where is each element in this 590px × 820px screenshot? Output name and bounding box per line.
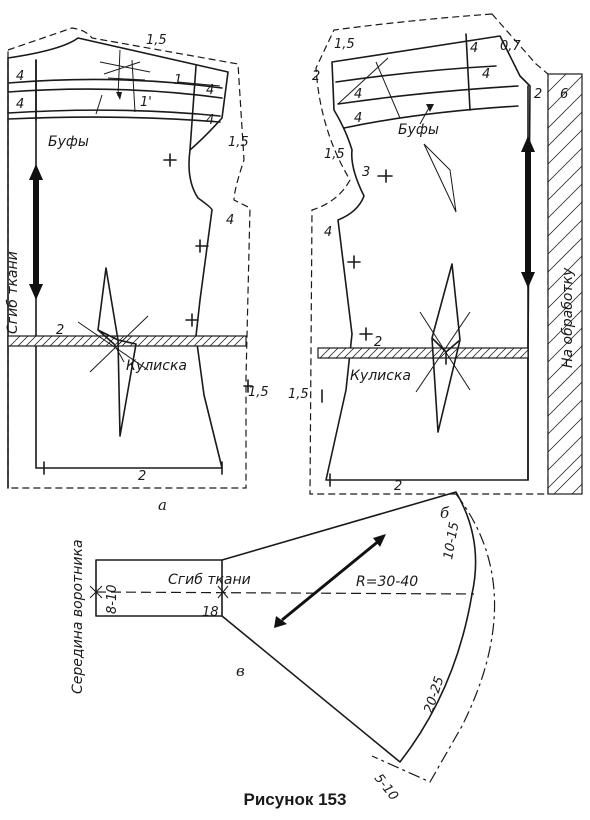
panel-a-one-label: 1 [174,73,182,88]
panel-v-letter: в [236,662,245,680]
panel-b-top-right: 0,7 [500,39,521,54]
panel-b-strip-d: 4 [354,111,362,126]
panel-v-upper-allowance: 10-15 [441,521,462,561]
panel-a-strip2-label: 4 [16,97,24,112]
panel-a-shoulder-construction [95,49,221,115]
panel-v-radius-label: R=30-40 [356,574,418,590]
panel-b-dart-cross-2 [415,311,471,393]
panel-a-puff-label: Буфы [48,134,89,150]
panel-a-dart-cross-1 [77,321,149,371]
panel-a-notches [43,153,253,475]
panel-a-armhole-curve [189,65,197,151]
panel-b-left-two: 2 [312,69,320,84]
panel-b-side-allowance: 1,5 [288,387,309,402]
panel-v-width-label: 8-10 [105,584,120,614]
panel-b-allowance-outline [309,13,549,495]
panel-a-yoke-line-3 [7,109,221,117]
panel-v-fold-line [95,591,475,595]
panel-b-top-left: 1,5 [334,37,355,52]
panel-b-notches [321,169,393,487]
panel-a-casing-band [7,335,247,347]
panel-a: 1,5 4 4 4 4 1 1' Буфы 1,5 4 Сгиб ткани 2… [5,27,269,514]
panel-a-strip1-label: 4 [16,69,24,84]
panel-b-yoke-divider [465,33,471,111]
panel-a-top-allowance: 1,5 [146,33,167,48]
panel-v-allowance-outline [371,493,496,783]
panel-a-casing-leader [113,343,125,363]
panel-b-casing-label: Кулиска [350,368,411,384]
panel-b-casing-mark: 2 [374,335,382,350]
panel-v-arc-allowance: 20-25 [422,675,448,716]
panel-b-letter: б [440,504,450,522]
panel-a-right-allowance: 1,5 [248,385,269,400]
panel-b-yoke-line-1 [335,65,497,83]
panel-b-hem-allowance: 2 [394,479,402,494]
panel-v-length-label: 18 [202,605,219,620]
panel-a-casing-label: Кулиска [126,358,187,374]
panel-b-yoke-line-2 [337,85,519,105]
panel-b-puff-label: Буфы [398,122,439,138]
panel-b-shoulder-construction [337,57,457,213]
panel-v-collar-center-label: Середина воротника [70,539,86,694]
panel-a-armhole-allowance: 1,5 [228,135,249,150]
panel-a-yoke-line-1 [7,78,223,89]
panel-b-left-allowance: 1,5 [324,147,345,162]
panel-a-fold-label: Сгиб ткани [5,251,21,334]
panel-b-side-width: 4 [324,225,332,240]
panel-b-strip-c: 4 [354,87,362,102]
panel-b-facing-band [547,73,583,495]
panel-b-strip-a: 4 [470,41,478,56]
panel-a-allowance-outline [7,27,251,489]
panel-a-strip3-label: 4 [206,83,214,98]
panel-v: Середина воротника 8-10 Сгиб ткани 18 R=… [70,491,496,804]
panel-a-side-width: 4 [226,213,234,228]
panel-a-one-prime-label: 1' [140,95,152,110]
panel-v-radius-arrow [274,534,386,628]
panel-a-strip4-label: 4 [206,113,214,128]
panel-b-right-two: 2 [534,87,542,102]
panel-b-armhole-three: 3 [362,165,370,180]
panel-v-pattern-outline [95,491,477,763]
panel-a-casing-mark: 2 [56,323,64,338]
panel-b-strip-b: 4 [482,67,490,82]
panel-b-facing-number: 6 [560,87,568,102]
panel-a-fold-arrow [29,164,43,300]
panel-a-hem-allowance: 2 [138,469,146,484]
panel-a-yoke-line-2 [7,88,223,99]
panel-a-yoke-line-4 [7,116,221,123]
figure-caption: Рисунок 153 [243,790,347,809]
panel-v-cross-marks [89,585,229,599]
panel-b-dart-cross-1 [419,311,471,391]
panel-a-letter: а [158,496,167,514]
panel-b-fold-arrow [521,136,535,288]
panel-a-dart [97,267,137,437]
panel-v-fold-label: Сгиб ткани [168,572,251,588]
panel-b-casing-band [317,347,529,359]
panel-a-dart-cross-2 [89,315,149,373]
panel-b-processing-label: На обработку [560,267,576,368]
panel-b-pattern-outline [325,35,531,481]
panel-b: 1,5 0,7 4 4 4 4 2 2 6 Буфы 1,5 3 4 На об… [288,13,583,522]
panel-a-pattern-outline [7,37,229,469]
